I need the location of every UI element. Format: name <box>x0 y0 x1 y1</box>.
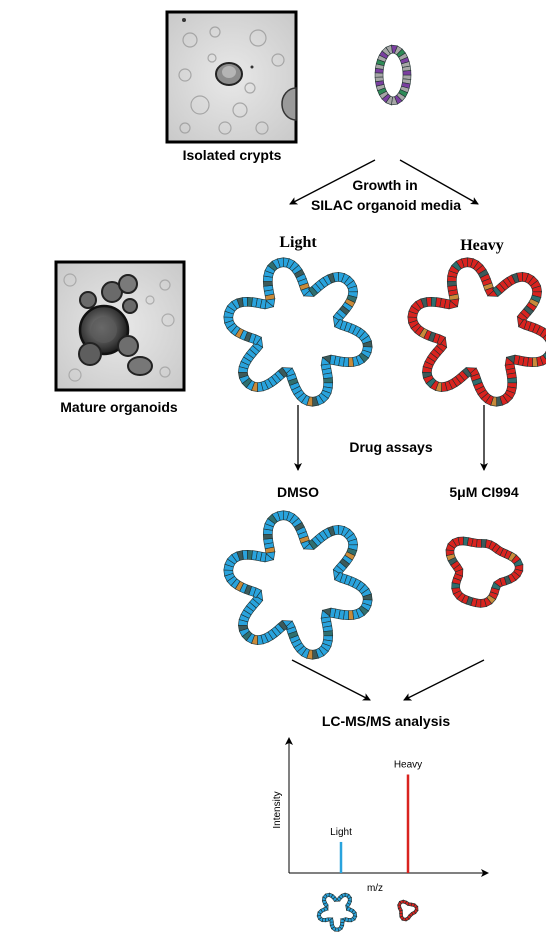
isolated-crypts-micrograph <box>165 10 298 144</box>
epithelial-cell <box>242 296 248 307</box>
epithelial-cell <box>374 72 384 78</box>
peak-label-light: Light <box>330 827 352 838</box>
lcms-label: LC-MS/MS analysis <box>322 713 451 729</box>
epithelial-cell <box>542 334 546 342</box>
light-organoid <box>223 257 373 407</box>
legend-light-organoid <box>316 892 358 932</box>
light-label: Light <box>279 234 317 251</box>
heavy-organoid <box>407 257 546 407</box>
mature-organoids-micrograph <box>54 260 186 392</box>
arrow-to-light <box>289 159 376 205</box>
arrow-dmso-to-lcms <box>291 659 371 701</box>
epithelial-cell <box>514 564 524 572</box>
epithelial-cell <box>532 357 538 368</box>
growth-label-line2: SILAC organoid media <box>311 197 461 213</box>
growth-label-line1: Growth in <box>352 177 417 193</box>
epithelial-cell <box>414 905 419 911</box>
epithelial-cell <box>476 538 482 548</box>
epithelial-cell <box>426 296 432 307</box>
heavy-label: Heavy <box>460 237 504 254</box>
epithelial-cell <box>262 280 273 287</box>
epithelial-cell <box>348 357 354 368</box>
x-axis-label: m/z <box>367 883 383 894</box>
epithelial-cell <box>242 549 248 560</box>
arrow-ci994-to-lcms <box>403 659 485 701</box>
dmso-label: DMSO <box>277 484 319 500</box>
isolated-crypts-label: Isolated crypts <box>183 147 282 163</box>
peak-label-heavy: Heavy <box>394 759 422 770</box>
epithelial-cell <box>536 325 546 337</box>
dmso-organoid <box>223 510 373 660</box>
arrow-to-heavy <box>399 159 479 205</box>
epithelial-cell <box>402 70 412 76</box>
legend-heavy-organoid <box>397 899 419 922</box>
epithelial-cell <box>352 325 362 337</box>
epithelial-cell <box>349 907 355 913</box>
ci994-organoid <box>445 536 524 608</box>
epithelial-cell <box>446 280 457 287</box>
epithelial-cell <box>323 630 334 637</box>
epithelial-cell <box>507 377 518 384</box>
ci994-label: 5μM CI994 <box>449 484 518 500</box>
epithelial-cell <box>374 76 384 83</box>
epithelial-cell <box>348 610 354 621</box>
y-axis-label: Intensity <box>272 791 283 828</box>
epithelial-cell <box>352 578 362 590</box>
epithelial-cell <box>323 377 334 384</box>
epithelial-cell <box>262 533 273 540</box>
mature-organoids-label: Mature organoids <box>60 399 178 415</box>
epithelial-cell <box>340 918 345 923</box>
crypt-schematic <box>374 44 412 106</box>
mass-spectrum-chart: Intensity m/z Light Heavy <box>272 737 489 894</box>
drug-assays-label: Drug assays <box>349 439 432 455</box>
epithelial-cell <box>542 352 546 360</box>
epithelial-cell <box>329 921 334 926</box>
